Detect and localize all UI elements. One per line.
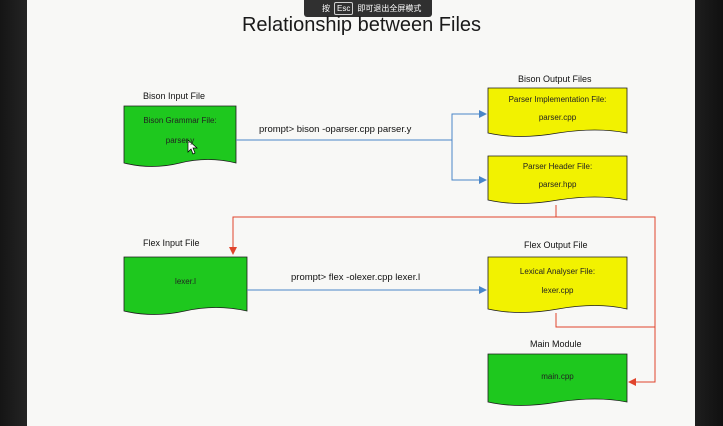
parser-header-doc-shape [487, 155, 628, 204]
parser-impl-filename: parser.cpp [538, 113, 577, 122]
slide-title: Relationship between Files [241, 14, 482, 36]
mouse-cursor-icon [187, 139, 198, 155]
lexer-to-main-connector [555, 313, 655, 328]
fullscreen-exit-bar: 按 Esc 即可退出全屏模式 [304, 0, 432, 17]
parser-impl-label: Parser Implementation File: [508, 95, 607, 104]
parser-impl-doc-shape [487, 87, 628, 137]
right-border [695, 0, 723, 426]
bison-output-heading: Bison Output Files [518, 74, 592, 84]
bison-arrow-to-header [451, 140, 487, 184]
main-module-heading: Main Module [530, 339, 582, 349]
bison-grammar-doc-shape [123, 105, 237, 167]
left-border [0, 0, 27, 426]
flex-output-heading: Flex Output File [524, 240, 588, 250]
bison-command: prompt> bison -oparser.cpp parser.y [259, 124, 412, 135]
flex-input-doc-shape [123, 256, 248, 315]
exit-fullscreen-label: 即可退出全屏模式 [357, 4, 422, 13]
main-module-doc-shape [487, 353, 628, 406]
main-module-filename: main.cpp [541, 372, 574, 381]
bison-grammar-label: Bison Grammar File: [143, 116, 217, 125]
parser-header-label: Parser Header File: [522, 162, 593, 171]
header-to-lexer-input-arrow [229, 205, 557, 255]
parser-header-filename: parser.hpp [538, 180, 577, 189]
press-label: 按 [322, 4, 330, 13]
lexer-output-filename: lexer.cpp [541, 286, 574, 295]
flex-input-filename: lexer.l [175, 277, 196, 286]
flex-command: prompt> flex -olexer.cpp lexer.l [291, 272, 421, 283]
lexer-output-label: Lexical Analyser File: [519, 267, 596, 276]
header-to-main-arrow [556, 216, 656, 386]
bison-grammar-filename: parser.y [165, 136, 195, 145]
bison-arrow-to-impl [451, 110, 487, 140]
lexer-output-doc-shape [487, 256, 628, 313]
flex-input-heading: Flex Input File [143, 238, 200, 248]
bison-input-heading: Bison Input File [143, 91, 206, 101]
esc-key[interactable]: Esc [334, 2, 354, 15]
